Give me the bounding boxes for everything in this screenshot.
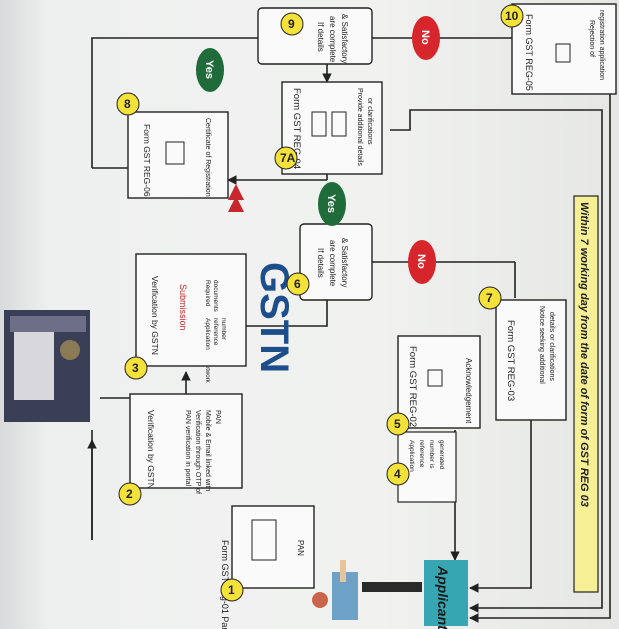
- step-3-left3: number: [220, 318, 227, 341]
- step-1-sub: PAN: [296, 540, 305, 556]
- step-8-form-reg06: Form GST REG-06 Certificate of Registrat…: [127, 111, 229, 199]
- step-2-line4: PAN: [214, 410, 221, 424]
- step-3-submission: Verification by GSTN Submission Applicat…: [135, 253, 247, 367]
- step-9-line3: & Satisfactory: [340, 14, 349, 63]
- step-7a-line1: Provide additional details: [356, 88, 363, 166]
- step-6-line1: If details: [316, 248, 325, 278]
- step-5-sub: Acknowledgement: [464, 358, 473, 424]
- step-2-badge: [118, 482, 142, 506]
- step-4-line2: reference: [418, 440, 425, 468]
- step-4-reference: Application reference number is generate…: [397, 431, 457, 503]
- step-3-stamp: Submission: [178, 284, 188, 331]
- step-1-number: 1: [228, 583, 235, 597]
- step-2-title: Verification by GSTN: [146, 410, 156, 489]
- step-5-badge: [386, 412, 410, 436]
- step-10-badge: [500, 4, 524, 28]
- clipboard-icon: [427, 369, 443, 387]
- yes-badge-1: [318, 182, 346, 226]
- no-badge-2: [412, 16, 440, 60]
- rejection-document-icon: [555, 43, 571, 63]
- applicant-box: Applicant: [424, 560, 468, 629]
- step-6-line3: & Satisfactory: [340, 238, 349, 287]
- step-3-right2: documents: [212, 280, 219, 313]
- step-1-badge: [220, 578, 244, 602]
- step-2-line1: PAN verification in portal: [184, 410, 191, 487]
- step-9-decision: If details are complete & Satisfactory: [257, 7, 373, 65]
- connector-lines: [87, 37, 612, 623]
- step-8-number: 8: [124, 97, 131, 111]
- certificate-icon: [165, 141, 185, 165]
- step-8-title: Form GST REG-06: [142, 124, 152, 197]
- step-10-form-reg05: Form GST REG-05 Rejection of registratio…: [511, 3, 617, 95]
- no-badge-1: [408, 240, 436, 284]
- document-icon: [311, 111, 327, 137]
- no-label-2: No: [419, 30, 431, 45]
- step-3-number: 3: [132, 361, 139, 375]
- step-4-line3: number is: [428, 440, 435, 469]
- step-4-badge: [386, 462, 410, 486]
- logo-arrow-icon: [228, 196, 244, 212]
- step-8-badge: [116, 92, 140, 116]
- step-9-line2: are complete: [328, 16, 337, 63]
- step-6-badge: [286, 272, 310, 296]
- step-1-form-reg01: Form GST Reg-01 Part-A PAN: [220, 505, 315, 629]
- step-3-left1: Application: [204, 318, 211, 350]
- step-7-form-reg03: Form GST REG-03 Notice seeking additiona…: [495, 299, 567, 421]
- step-7-number: 7: [486, 291, 493, 305]
- yes-label-2: Yes: [203, 60, 215, 79]
- banner-text: Within 7 working day from the date of fo…: [578, 202, 590, 507]
- step-5-number: 5: [394, 417, 401, 431]
- step-8-sub: Certificate of Registration: [204, 118, 211, 197]
- step-5-form-reg02: Form GST REG-02 Acknowledgement: [397, 335, 481, 429]
- step-7-badge: [478, 286, 502, 310]
- applicant-label: Applicant: [435, 565, 451, 629]
- step-9-number: 9: [288, 17, 295, 31]
- step-9-line1: If details: [316, 22, 325, 52]
- step-2-number: 2: [126, 487, 133, 501]
- photo-image: [4, 310, 90, 422]
- step-7a-line2: or clarifications: [366, 98, 373, 145]
- step-7-title: Form GST REG-03: [505, 320, 516, 401]
- step-4-line1: Application: [408, 440, 415, 472]
- step-10-line2: registration application: [598, 10, 605, 80]
- step-7a-title: Form GST REG-04: [291, 88, 302, 169]
- applicant-figure: [312, 560, 422, 620]
- yes-badge-2: [196, 48, 224, 92]
- step-3-right1: Required: [204, 280, 211, 307]
- step-4-number: 4: [394, 467, 401, 481]
- step-6-line2: are complete: [328, 240, 337, 287]
- step-7a-number: 7A: [280, 151, 296, 165]
- step-7a-form-reg04: Form GST REG-04 Provide additional detai…: [281, 81, 383, 175]
- yes-label-1: Yes: [325, 194, 337, 213]
- timeline-banner: Within 7 working day from the date of fo…: [573, 195, 599, 593]
- person-icon: [312, 592, 328, 608]
- step-4-line4: generated: [438, 440, 445, 470]
- step-3-left2: reference: [212, 318, 219, 346]
- step-7-line2: details or clarifications: [548, 312, 555, 381]
- step-9-badge: [280, 12, 304, 36]
- step-3-badge: [124, 356, 148, 380]
- step-2-line2: Verification through OTP of: [194, 410, 201, 494]
- step-7a-badge: [274, 146, 298, 170]
- step-6-decision: If details are complete & Satisfactory: [299, 223, 373, 301]
- step-3-title: Verification by GSTN: [150, 276, 160, 355]
- step-2-line3: Mobile & Email linked with: [204, 410, 211, 491]
- step-10-number: 10: [505, 9, 519, 23]
- step-6-number: 6: [294, 277, 301, 291]
- step-10-line1: Rejection of: [588, 20, 595, 57]
- step-2-verification: Verification by GSTN PAN verification in…: [129, 393, 243, 494]
- step-5-title: Form GST REG-02: [407, 346, 418, 427]
- no-label-1: No: [415, 254, 427, 269]
- step-10-title: Form GST REG-05: [524, 14, 534, 91]
- step-7-line1: Notice seeking additional: [538, 306, 545, 384]
